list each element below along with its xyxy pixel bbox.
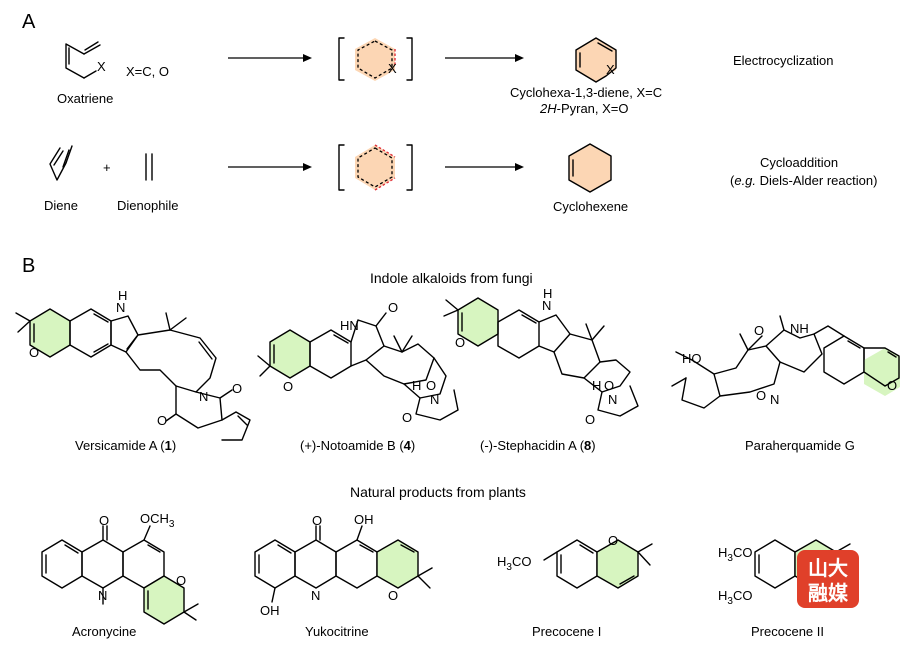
paraherquamide-n: N	[770, 392, 779, 407]
atom-x-ts: X	[388, 61, 397, 76]
versicamide-o2: O	[157, 413, 167, 428]
yukocitrine-oh1: OH	[354, 512, 374, 527]
versicamide-nh-h: H	[118, 288, 127, 303]
stephacidin-a-structure: O N H H O N O	[443, 286, 639, 427]
stephacidin-o3: O	[585, 412, 595, 427]
versicamide-o: O	[29, 345, 39, 360]
precocene-i-h3co: H3CO	[497, 554, 531, 573]
acronycine-structure: O OCH3 N O	[41, 511, 199, 625]
dienophile-structure	[145, 153, 153, 181]
stephacidin-label: (-)-Stephacidin A (8)	[480, 438, 596, 453]
dienophile-label: Dienophile	[117, 198, 178, 213]
stephacidin-h2: H	[592, 378, 601, 393]
stephacidin-n2: N	[608, 392, 617, 407]
product-cyclohexene	[568, 143, 612, 193]
versicamide-nh-n: N	[116, 300, 125, 315]
paraherquamide-label: Paraherquamide G	[745, 438, 855, 453]
oxatriene-label: Oxatriene	[57, 91, 113, 106]
acronycine-n: N	[98, 588, 107, 603]
product-label-line1: Cyclohexa-1,3-diene, X=C	[510, 85, 662, 100]
atom-x-product: X	[606, 62, 615, 77]
diene-structure	[49, 145, 73, 181]
ts-electrocyclization: X	[338, 37, 413, 81]
notoamide-b-structure: HN O O H O N O	[257, 300, 459, 425]
precocene-i-structure: O H3CO	[497, 533, 653, 589]
oxatriene-structure: X	[65, 41, 106, 79]
paraherquamide-o1: O	[754, 323, 764, 338]
notoamide-h: H	[412, 378, 421, 393]
yukocitrine-label: Yukocitrine	[305, 624, 369, 639]
arrow-2-head	[515, 54, 524, 62]
ts-cycloaddition	[338, 144, 413, 191]
reaction-type-cycloaddition: Cycloaddition	[760, 155, 838, 170]
notoamide-o2: O	[283, 379, 293, 394]
paraherquamide-o2: O	[756, 388, 766, 403]
reaction-type-electrocyclization: Electrocyclization	[733, 53, 833, 68]
yukocitrine-oh2: OH	[260, 603, 280, 618]
notoamide-n: N	[430, 392, 439, 407]
reaction-type-cycloaddition-example: (e.g. Diels-Alder reaction)	[730, 173, 877, 188]
precocene-ii-h3co-1: H3CO	[718, 545, 752, 564]
acronycine-label: Acronycine	[72, 624, 136, 639]
paraherquamide-o3: O	[887, 378, 897, 393]
oxatriene-condition: X=C, O	[126, 64, 169, 79]
notoamide-hn: HN	[340, 318, 359, 333]
precocene-i-o: O	[608, 533, 618, 548]
paraherquamide-ho: HO	[682, 351, 702, 366]
product-label-line2: 2H-Pyran, X=O	[539, 101, 629, 116]
versicamide-a-structure: O N H N O O	[15, 288, 251, 441]
diene-label: Diene	[44, 198, 78, 213]
versicamide-label: Versicamide A (1)	[75, 438, 176, 453]
versicamide-o1: O	[232, 381, 242, 396]
stephacidin-h: H	[543, 286, 552, 301]
plants-heading: Natural products from plants	[350, 484, 526, 500]
notoamide-o1: O	[388, 300, 398, 315]
watermark-line2: 融媒	[808, 582, 849, 605]
precocene-ii-h3co-2: H3CO	[718, 588, 752, 607]
fungi-heading: Indole alkaloids from fungi	[370, 270, 533, 286]
paraherquamide-nh: NH	[790, 321, 809, 336]
yukocitrine-o2: O	[388, 588, 398, 603]
panel-label-b: B	[22, 255, 35, 277]
notoamide-label: (+)-Notoamide B (4)	[300, 438, 415, 453]
yukocitrine-structure: O OH N O OH	[254, 512, 433, 618]
yukocitrine-o1: O	[312, 513, 322, 528]
atom-x-oxatriene: X	[97, 59, 106, 74]
arrow-1-head	[303, 54, 312, 62]
notoamide-o4: O	[402, 410, 412, 425]
precocene-i-label: Precocene I	[532, 624, 601, 639]
paraherquamide-g-structure: HO O NH O N O	[671, 315, 900, 409]
versicamide-n1: N	[199, 389, 208, 404]
stephacidin-n: N	[542, 298, 551, 313]
watermark-logo: 山大 融媒	[797, 550, 859, 608]
product-cyclohexadiene: X	[575, 37, 617, 83]
plus-sign: +	[103, 160, 111, 175]
acronycine-o2: O	[176, 573, 186, 588]
watermark-line1: 山大	[808, 557, 848, 580]
acronycine-och3: OCH3	[140, 511, 175, 530]
notoamide-o3: O	[426, 378, 436, 393]
acronycine-o1: O	[99, 513, 109, 528]
arrow-4-head	[515, 163, 524, 171]
yukocitrine-n: N	[311, 588, 320, 603]
stephacidin-o1: O	[455, 335, 465, 350]
precocene-ii-label: Precocene II	[751, 624, 824, 639]
cyclohexene-label: Cyclohexene	[553, 199, 628, 214]
stephacidin-o2: O	[604, 378, 614, 393]
panel-label-a: A	[22, 11, 36, 33]
arrow-3-head	[303, 163, 312, 171]
